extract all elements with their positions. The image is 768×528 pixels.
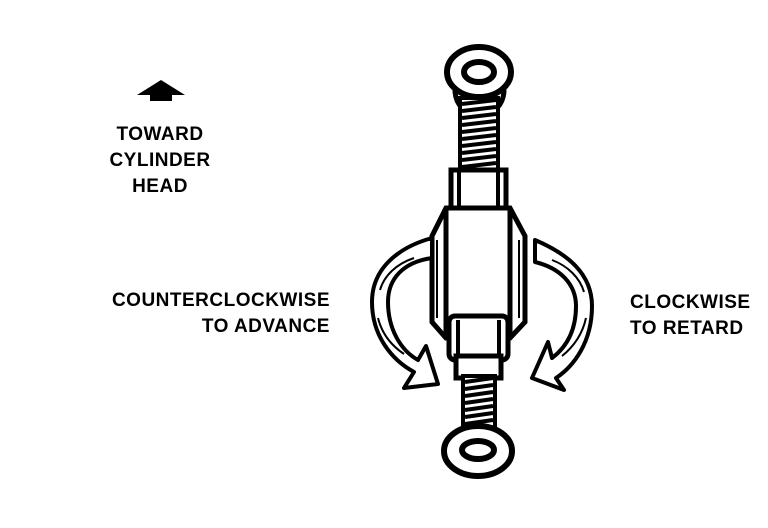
label-line: CYLINDER — [109, 150, 211, 171]
bottom-eye-end — [441, 423, 515, 479]
label-line: TOWARD — [116, 124, 204, 145]
label-line: HEAD — [132, 176, 188, 197]
label-line: TO RETARD — [630, 318, 744, 339]
toward-cylinder-head-label: TOWARD CYLINDER HEAD — [100, 122, 220, 200]
clockwise-retard-label: CLOCKWISE TO RETARD — [630, 290, 751, 342]
top-threaded-rod — [458, 96, 500, 172]
top-lock-nut — [448, 167, 509, 213]
label-line: TO ADVANCE — [201, 316, 330, 337]
label-line: COUNTERCLOCKWISE — [111, 290, 330, 311]
bottom-lock-nut — [446, 313, 511, 381]
label-line: CLOCKWISE — [630, 292, 751, 313]
counterclockwise-arrow-icon — [370, 236, 440, 390]
counterclockwise-advance-label: COUNTERCLOCKWISE TO ADVANCE — [60, 288, 330, 340]
clockwise-arrow-icon — [530, 238, 594, 392]
up-arrow-icon — [137, 80, 185, 101]
